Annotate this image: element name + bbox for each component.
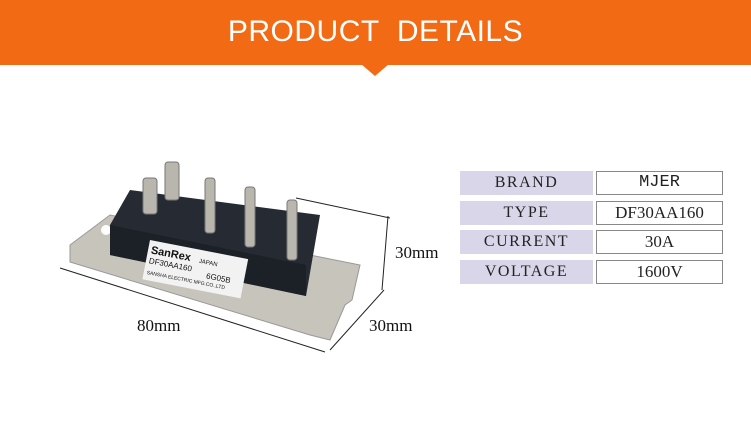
spec-label: VOLTAGE: [460, 260, 593, 284]
spec-value: 1600V: [596, 260, 723, 284]
terminals: [142, 161, 298, 261]
spec-row-voltage: VOLTAGE 1600V: [460, 260, 723, 284]
spec-value: MJER: [596, 171, 723, 195]
spec-row-current: CURRENT 30A: [460, 230, 723, 254]
product-label: SanRex JAPAN DF30AA160 6G05B SANSHA ELEC…: [142, 240, 249, 299]
dimension-length: 80mm: [137, 316, 181, 335]
spec-label: CURRENT: [460, 230, 593, 254]
dimension-lines: [59, 197, 391, 353]
spec-row-type: TYPE DF30AA160: [460, 201, 723, 225]
mounting-hole: [101, 225, 111, 235]
banner-pointer: [361, 64, 389, 76]
spec-row-brand: BRAND MJER: [460, 171, 723, 195]
svg-text:JAPAN: JAPAN: [198, 259, 218, 268]
dimension-height: 30mm: [395, 243, 439, 262]
spec-value: 30A: [596, 230, 723, 254]
spec-value: DF30AA160: [596, 201, 723, 225]
page-title: PRODUCT DETAILS: [227, 15, 524, 48]
spec-label: TYPE: [460, 201, 593, 225]
dimension-width: 30mm: [369, 316, 413, 335]
header-banner: PRODUCT DETAILS: [0, 0, 751, 65]
spec-label: BRAND: [460, 171, 593, 195]
